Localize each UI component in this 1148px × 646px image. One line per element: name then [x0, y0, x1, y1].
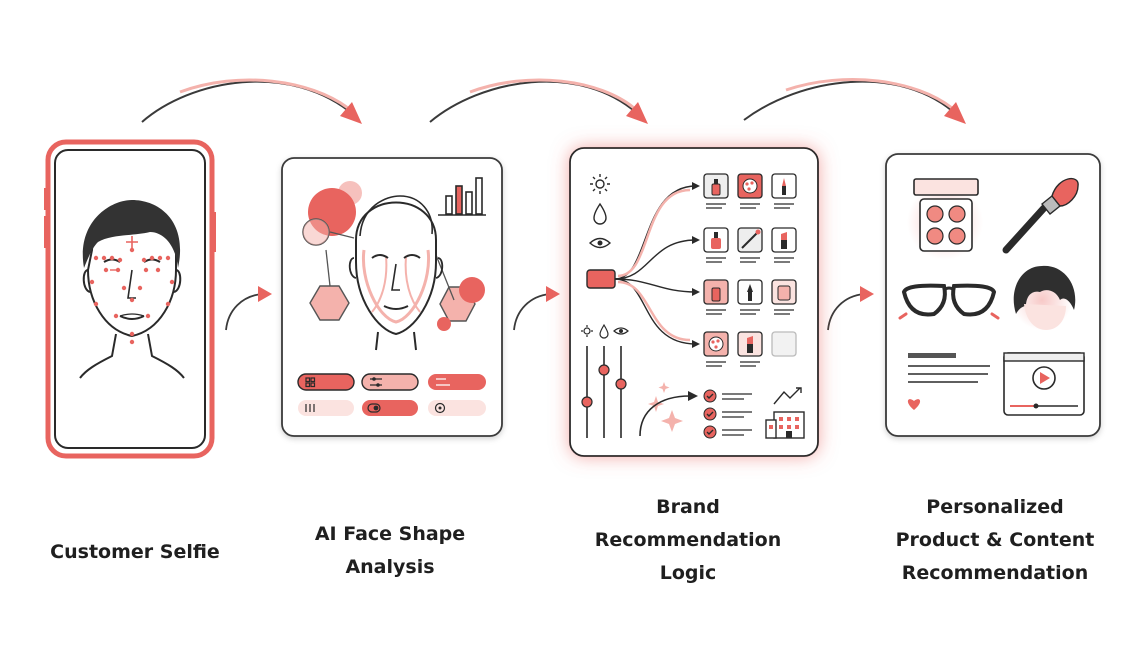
analysis-face	[348, 195, 444, 351]
caption-brand-recommendation-logic: Brand Recommendation Logic	[578, 491, 798, 590]
caption-line: AI Face Shape	[314, 523, 466, 545]
eyeshadow-palette-icon	[907, 178, 983, 260]
face-analysis-icon	[281, 157, 503, 437]
caption-line: Analysis	[345, 556, 435, 578]
product-tiles	[703, 173, 797, 367]
eye-icon	[588, 237, 612, 249]
content-article-icon	[907, 353, 990, 410]
makeup-brush-icon	[1002, 177, 1079, 254]
decision-tree-icon	[569, 147, 819, 457]
caption-line: Customer Selfie	[50, 541, 220, 563]
building-icon	[765, 387, 805, 439]
side-arrow-2	[513, 286, 560, 331]
mini-bar-chart-icon	[438, 177, 486, 216]
caption-line: Recommendation	[594, 529, 782, 551]
slider-controls	[581, 323, 629, 438]
selfie-face	[79, 200, 185, 379]
caption-ai-face-shape-analysis: AI Face Shape Analysis	[290, 518, 490, 584]
smartphone-face-landmarks-icon	[44, 139, 216, 459]
checklist-icon	[703, 389, 752, 439]
eyeglasses-icon	[898, 283, 1000, 320]
caption-line: Brand	[656, 496, 720, 518]
side-arrow-1	[225, 286, 272, 331]
top-arrow-3	[743, 78, 966, 124]
caption-personalized-recommendation: Personalized Product & Content Recommend…	[880, 491, 1110, 590]
caption-line: Product & Content	[895, 529, 1095, 551]
top-arrow-2	[429, 78, 648, 124]
top-arrow-1	[141, 78, 362, 124]
caption-line: Logic	[659, 562, 717, 584]
hairstyle-icon	[1012, 265, 1076, 330]
side-arrow-3	[827, 286, 874, 331]
drop-icon	[593, 202, 607, 225]
sun-icon	[590, 174, 610, 194]
caption-line: Personalized	[926, 496, 1064, 518]
video-player-icon	[1003, 352, 1085, 416]
product-grid-icon	[885, 153, 1101, 437]
heart-icon	[907, 399, 921, 410]
analysis-controls	[297, 373, 486, 416]
caption-line: Recommendation	[901, 562, 1089, 584]
caption-customer-selfie: Customer Selfie	[40, 536, 230, 569]
